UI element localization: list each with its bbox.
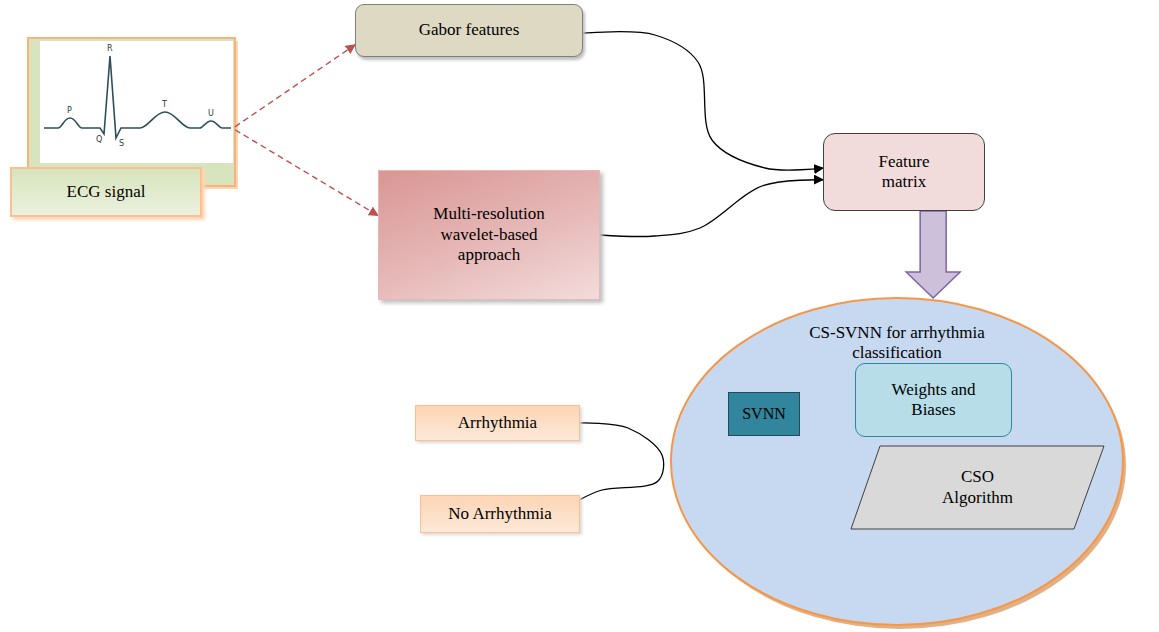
node-text: CS-SVNN for arrhythmia classification <box>772 323 1022 364</box>
ellipse-shape <box>671 298 1123 625</box>
text-area: Gabor features <box>356 5 582 56</box>
output-box: No Arrhythmia <box>420 495 580 533</box>
output-box: Arrhythmia <box>415 405 580 441</box>
node-text: No Arrhythmia <box>448 504 551 524</box>
network-box: SVNN <box>728 392 800 436</box>
parallelogram-shape <box>851 446 1104 529</box>
node-text: Weights and Biases <box>884 380 984 421</box>
process-box: Gabor features <box>355 4 583 57</box>
text-area: Arrhythmia <box>416 406 579 440</box>
node-text: Feature matrix <box>864 152 944 193</box>
text-area: CS-SVNN for arrhythmia classification <box>772 323 1022 364</box>
ecg-frame <box>28 38 235 186</box>
connector <box>235 130 378 216</box>
label-box: ECG signal <box>10 167 202 217</box>
text-area: Weights and Biases <box>856 364 1011 436</box>
node-text: Arrhythmia <box>458 413 537 433</box>
process-box: Feature matrix <box>823 133 985 211</box>
classifier-ellipse: CS-SVNN for arrhythmia classificationSVN… <box>668 295 1126 628</box>
algorithm-parallelogram: CSO Algorithm <box>850 445 1105 530</box>
wave-letter: Q <box>96 136 102 144</box>
connector <box>583 32 823 170</box>
wave-letter: T <box>162 101 167 109</box>
wave-letter: P <box>67 107 72 115</box>
text-area: Multi-resolution wavelet-based approach <box>379 171 599 299</box>
node-text: Multi-resolution wavelet-based approach <box>414 204 564 265</box>
wave-letter: U <box>208 110 214 118</box>
parameter-box: Weights and Biases <box>855 363 1012 437</box>
text-area: No Arrhythmia <box>421 496 579 532</box>
image-frame: ECG signal <box>28 38 235 186</box>
wave-letter: S <box>119 140 124 148</box>
connector <box>235 45 355 127</box>
text-area: SVNN <box>729 393 799 435</box>
connector <box>580 423 664 500</box>
ecg-image-ground <box>40 41 233 163</box>
node-text: ECG signal <box>67 182 146 202</box>
wave-letter: R <box>107 45 113 53</box>
text-area: Feature matrix <box>824 134 984 210</box>
node-text: Gabor features <box>419 20 520 40</box>
ecg-waveform <box>44 56 231 138</box>
node-text: SVNN <box>742 404 786 423</box>
process-box: Multi-resolution wavelet-based approach <box>378 170 600 300</box>
block-arrow <box>906 211 960 298</box>
node-text: CSO Algorithm <box>928 467 1028 508</box>
connector <box>600 180 823 237</box>
text-area: CSO Algorithm <box>850 445 1105 530</box>
